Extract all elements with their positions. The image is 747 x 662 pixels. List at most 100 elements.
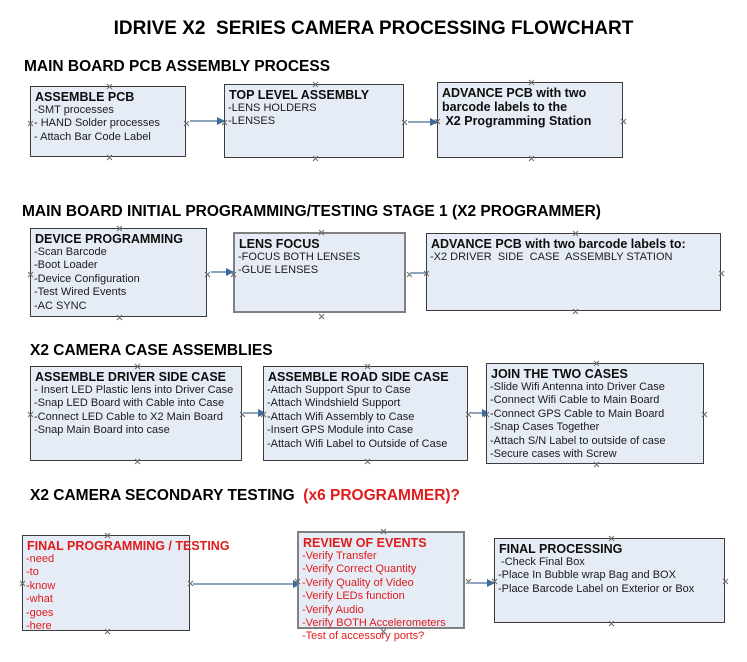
- arrow-3-1: [245, 409, 266, 417]
- node-assemble-driver-side-case[interactable]: ASSEMBLE DRIVER SIDE CASE - Insert LED P…: [30, 366, 242, 461]
- node-line: -Attach Windshield Support: [267, 397, 401, 410]
- connection-handle-top: [318, 229, 325, 236]
- connection-handle-top: [593, 360, 600, 367]
- node-line: -what: [26, 593, 53, 606]
- node-line: -Snap Main Board into case: [34, 424, 170, 437]
- node-line: -need: [26, 553, 55, 565]
- node-lines: - Insert LED Plastic lens into Driver Ca…: [34, 384, 241, 438]
- node-line: -Attach Support Spur to Case: [267, 384, 411, 396]
- node-line: -LENS HOLDERS: [228, 102, 317, 114]
- node-lines: -Attach Support Spur to Case -Attach Win…: [267, 384, 467, 451]
- node-line: -know: [26, 579, 56, 592]
- arrow-2-1: [211, 268, 234, 276]
- node-lines: -Slide Wifi Antenna into Driver Case -Co…: [490, 381, 703, 461]
- node-line: -Place Barcode Label on Exterior or Box: [498, 582, 695, 595]
- connection-handle-left: [27, 120, 34, 127]
- node-title: FINAL PROCESSING: [499, 542, 623, 556]
- node-line: -GLUE LENSES: [238, 264, 319, 277]
- connection-handle-bottom: [312, 155, 319, 162]
- connection-handle-top: [608, 535, 615, 542]
- node-join-the-two-cases[interactable]: JOIN THE TWO CASES -Slide Wifi Antenna i…: [486, 363, 704, 464]
- arrow-4-1: [193, 580, 301, 588]
- node-lines: -SMT processes - HAND Solder processes -…: [34, 104, 185, 144]
- connection-handle-top: [104, 532, 111, 539]
- arrow-head-icon: [217, 117, 225, 125]
- node-lines: -X2 DRIVER SIDE CASE ASSEMBLY STATION: [430, 251, 720, 264]
- connection-handle-left: [27, 271, 34, 278]
- arrow-head-icon: [258, 409, 266, 417]
- arrow-4-2: [468, 579, 495, 587]
- connection-handle-top: [380, 528, 387, 535]
- connection-handle-top: [312, 81, 319, 88]
- connection-handle-top: [364, 363, 371, 370]
- node-line: -Connect Wifi Cable to Main Board: [490, 394, 660, 407]
- node-line: -goes: [26, 606, 54, 619]
- node-advance-pcb-programming-station[interactable]: ADVANCE PCB with two barcode labels to t…: [437, 82, 623, 158]
- node-line: -Scan Barcode: [34, 246, 107, 258]
- node-line: -Secure cases with Screw: [490, 448, 617, 461]
- connection-handle-bottom: [572, 308, 579, 315]
- node-line: -Verify LEDs function: [302, 590, 405, 603]
- node-title-line2: barcode labels to the: [442, 100, 568, 114]
- node-line: -Snap LED Board with Cable into Case: [34, 397, 225, 410]
- node-title-line3: X2 Programming Station: [442, 114, 592, 128]
- node-final-programming-testing[interactable]: FINAL PROGRAMMING / TESTING -need -to -k…: [19, 532, 230, 633]
- node-lens-focus[interactable]: LENS FOCUS -FOCUS BOTH LENSES -GLUE LENS…: [233, 232, 406, 313]
- section-header-4-accent: (x6 PROGRAMMER)?: [303, 487, 461, 504]
- node-line: -LENSES: [228, 115, 276, 128]
- node-line: - Insert LED Plastic lens into Driver Ca…: [34, 384, 234, 396]
- node-title: ASSEMBLE PCB: [35, 90, 135, 104]
- connection-handle-top: [116, 225, 123, 232]
- section-header-2: MAIN BOARD INITIAL PROGRAMMING/TESTING S…: [22, 203, 601, 220]
- section-header-1: MAIN BOARD PCB ASSEMBLY PROCESS: [24, 58, 331, 75]
- node-title: ASSEMBLE ROAD SIDE CASE: [268, 370, 449, 384]
- node-line: -Connect GPS Cable to Main Board: [490, 407, 665, 420]
- node-lines: -Verify Transfer -Verify Correct Quantit…: [302, 550, 463, 644]
- connection-handle-bottom: [134, 458, 141, 465]
- node-device-programming[interactable]: DEVICE PROGRAMMING -Scan Barcode -Boot L…: [30, 228, 207, 317]
- node-lines: -FOCUS BOTH LENSES -GLUE LENSES: [238, 251, 404, 278]
- node-line: -AC SYNC: [34, 299, 87, 312]
- node-lines: -Check Final Box -Place In Bubble wrap B…: [498, 556, 724, 596]
- connection-handle-bottom: [528, 155, 535, 162]
- node-line: -Place In Bubble wrap Bag and BOX: [498, 569, 676, 582]
- node-lines: -LENS HOLDERS -LENSES: [228, 102, 403, 129]
- node-line: -Insert GPS Module into Case: [267, 424, 414, 437]
- arrow-head-icon: [226, 268, 234, 276]
- connection-handle-top: [106, 83, 113, 90]
- node-line: -Verify Audio: [302, 603, 364, 616]
- node-final-processing[interactable]: FINAL PROCESSING -Check Final Box -Place…: [494, 538, 725, 623]
- node-line: - Attach Bar Code Label: [34, 130, 151, 143]
- connection-handle-right: [718, 270, 725, 277]
- node-lines: -need -to -know -what -goes -here: [26, 553, 189, 633]
- node-top-level-assembly[interactable]: TOP LEVEL ASSEMBLY -LENS HOLDERS -LENSES: [224, 84, 404, 158]
- connection-handle-bottom: [116, 314, 123, 321]
- node-line: -Attach Wifi Assembly to Case: [267, 410, 415, 423]
- connection-handle-left: [19, 580, 26, 587]
- node-title: REVIEW OF EVENTS: [303, 536, 427, 550]
- node-assemble-road-side-case[interactable]: ASSEMBLE ROAD SIDE CASE -Attach Support …: [263, 366, 468, 461]
- node-line: -Verify Correct Quantity: [302, 563, 417, 576]
- node-title: DEVICE PROGRAMMING: [35, 232, 183, 246]
- connection-handle-bottom: [608, 620, 615, 627]
- node-assemble-pcb[interactable]: ASSEMBLE PCB -SMT processes - HAND Solde…: [30, 86, 186, 157]
- connection-handle-top: [528, 79, 535, 86]
- node-title: ASSEMBLE DRIVER SIDE CASE: [35, 370, 227, 384]
- node-line: -X2 DRIVER SIDE CASE ASSEMBLY STATION: [430, 251, 673, 263]
- node-title: ADVANCE PCB with two: [442, 86, 587, 100]
- node-title: LENS FOCUS: [239, 237, 320, 251]
- arrow-head-icon: [430, 118, 438, 126]
- node-line: -Slide Wifi Antenna into Driver Case: [490, 381, 665, 393]
- node-line: -here: [26, 620, 52, 633]
- node-line: -FOCUS BOTH LENSES: [238, 251, 361, 263]
- node-review-of-events[interactable]: REVIEW OF EVENTS -Verify Transfer -Verif…: [297, 528, 465, 642]
- node-line: -Connect LED Cable to X2 Main Board: [34, 410, 223, 423]
- node-line: -Attach Wifi Label to Outside of Case: [267, 437, 448, 450]
- arrow-head-icon: [487, 579, 495, 587]
- connection-handle-bottom: [593, 461, 600, 468]
- node-line: -to: [26, 566, 39, 579]
- node-advance-pcb-driver-side[interactable]: ADVANCE PCB with two barcode labels to: …: [426, 233, 721, 311]
- node-line: -Test Wired Events: [34, 286, 127, 299]
- node-lines: -Scan Barcode -Boot Loader -Device Confi…: [34, 246, 206, 313]
